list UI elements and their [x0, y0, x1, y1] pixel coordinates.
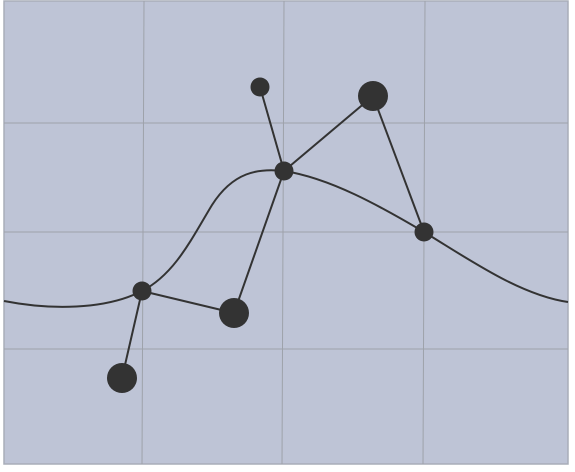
edge-d-c [372, 95, 425, 233]
node-b-small [274, 161, 294, 181]
node-c-small [414, 222, 434, 242]
node-a-small [132, 281, 152, 301]
edge-a-e [141, 290, 235, 314]
node-d-large [358, 81, 388, 111]
node-e-large [219, 298, 249, 328]
edges [121, 86, 425, 379]
smooth-curve [3, 169, 569, 308]
edge-b-f [259, 86, 285, 172]
nodes [107, 77, 434, 393]
grid [4, 0, 568, 465]
node-g-large [107, 363, 137, 393]
edge-b-d [283, 95, 374, 172]
edge-e-b [233, 170, 285, 314]
node-f-small [250, 77, 270, 97]
